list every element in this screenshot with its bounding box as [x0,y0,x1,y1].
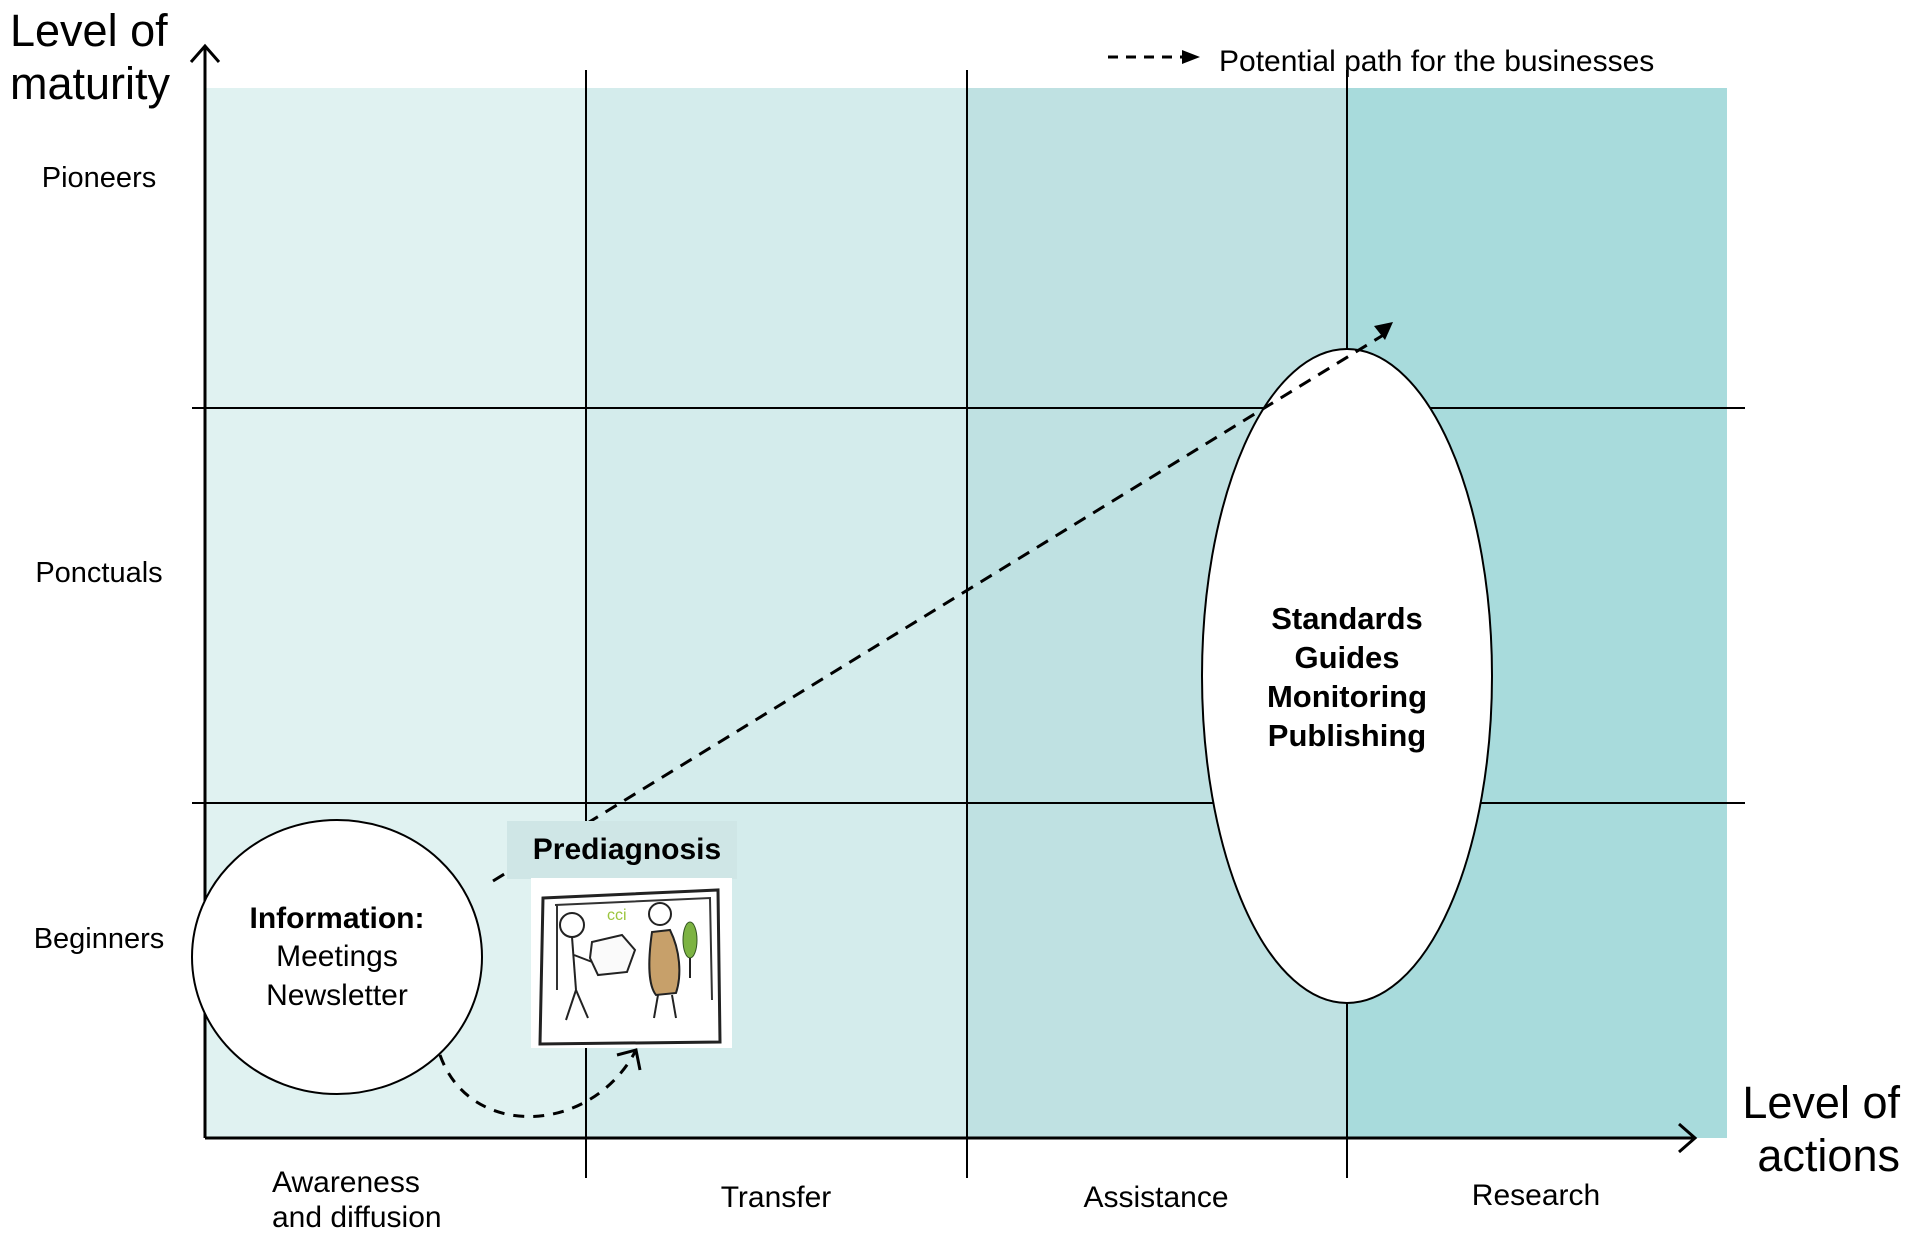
column-label-assistance: Assistance [1083,1181,1229,1214]
ellipse-node-text: Standards Guides Monitoring Publishing [1217,599,1477,755]
x-axis-title: Level of actions [1728,1076,1900,1182]
potential-path-arrowhead [1374,322,1393,340]
y-axis-title-line1: Level of [10,5,168,56]
ellipse-item-guides: Guides [1294,640,1400,676]
ellipse-item-publishing: Publishing [1267,718,1427,754]
x-axis-title-line1: Level of [1742,1077,1900,1128]
information-node-text: Information: Meetings Newsletter [197,900,477,1015]
legend-arrowhead [1182,50,1200,64]
y-axis-title-line2: maturity [10,58,171,110]
prediagnosis-logo-text: cci [607,907,627,924]
information-item-meetings: Meetings [276,940,398,974]
y-axis-title: Level of maturity [10,4,170,110]
prediagnosis-title-band [507,821,737,879]
curved-path-arrowhead [616,1048,642,1071]
information-item-newsletter: Newsletter [266,978,408,1012]
y-axis-arrowhead [189,43,221,63]
prediagnosis-title: Prediagnosis [532,833,722,866]
x-axis-arrowhead [1678,1122,1698,1154]
column-label-transfer: Transfer [720,1181,832,1214]
ellipse-item-standards: Standards [1271,601,1423,636]
prediagnosis-illustration: cci [531,878,732,1048]
information-title: Information: [249,902,425,935]
column-label-awareness-line1: Awareness [272,1166,420,1199]
x-axis-title-line2: actions [1757,1130,1900,1182]
information-circle [191,819,483,1095]
row-label-beginners: Beginners [33,923,165,955]
row-label-pioneers: Pioneers [41,162,157,194]
column-label-awareness-line2: and diffusion [272,1201,442,1235]
row-label-ponctuals: Ponctuals [35,557,163,589]
standards-ellipse [1201,348,1493,1004]
legend-label: Potential path for the businesses [1219,45,1655,78]
column-label-research: Research [1471,1179,1601,1212]
curved-path-arrow [438,1051,637,1118]
column-label-awareness: Awareness and diffusion [272,1165,442,1236]
ellipse-item-monitoring: Monitoring [1266,679,1428,715]
